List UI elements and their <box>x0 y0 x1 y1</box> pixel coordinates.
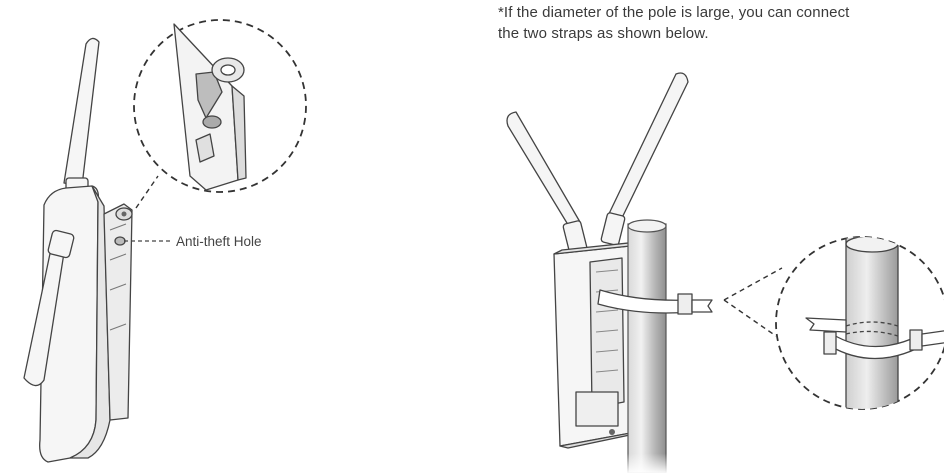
antenna-rear <box>63 37 100 187</box>
antenna-front-base <box>47 229 75 259</box>
note-line-1: *If the diameter of the pole is large, y… <box>498 4 850 21</box>
device-side-left <box>69 185 111 459</box>
pole <box>620 219 676 473</box>
anti-theft-hole-label: Anti-theft Hole <box>176 234 262 249</box>
mount-bracket <box>103 203 133 421</box>
strap-right <box>597 289 713 315</box>
anti-theft-hole-icon <box>202 115 222 129</box>
magnifier-pointer <box>723 267 783 337</box>
magnifier-left <box>133 19 307 209</box>
antenna-right-right <box>605 72 689 227</box>
pole-diameter-note: *If the diameter of the pole is large, y… <box>498 2 944 44</box>
magnifier-right <box>775 236 944 410</box>
note-line-2: the two straps as shown below. <box>498 25 709 42</box>
device-left <box>23 37 133 463</box>
anti-theft-hole-icon <box>114 236 126 246</box>
antenna-right-left <box>506 111 581 229</box>
